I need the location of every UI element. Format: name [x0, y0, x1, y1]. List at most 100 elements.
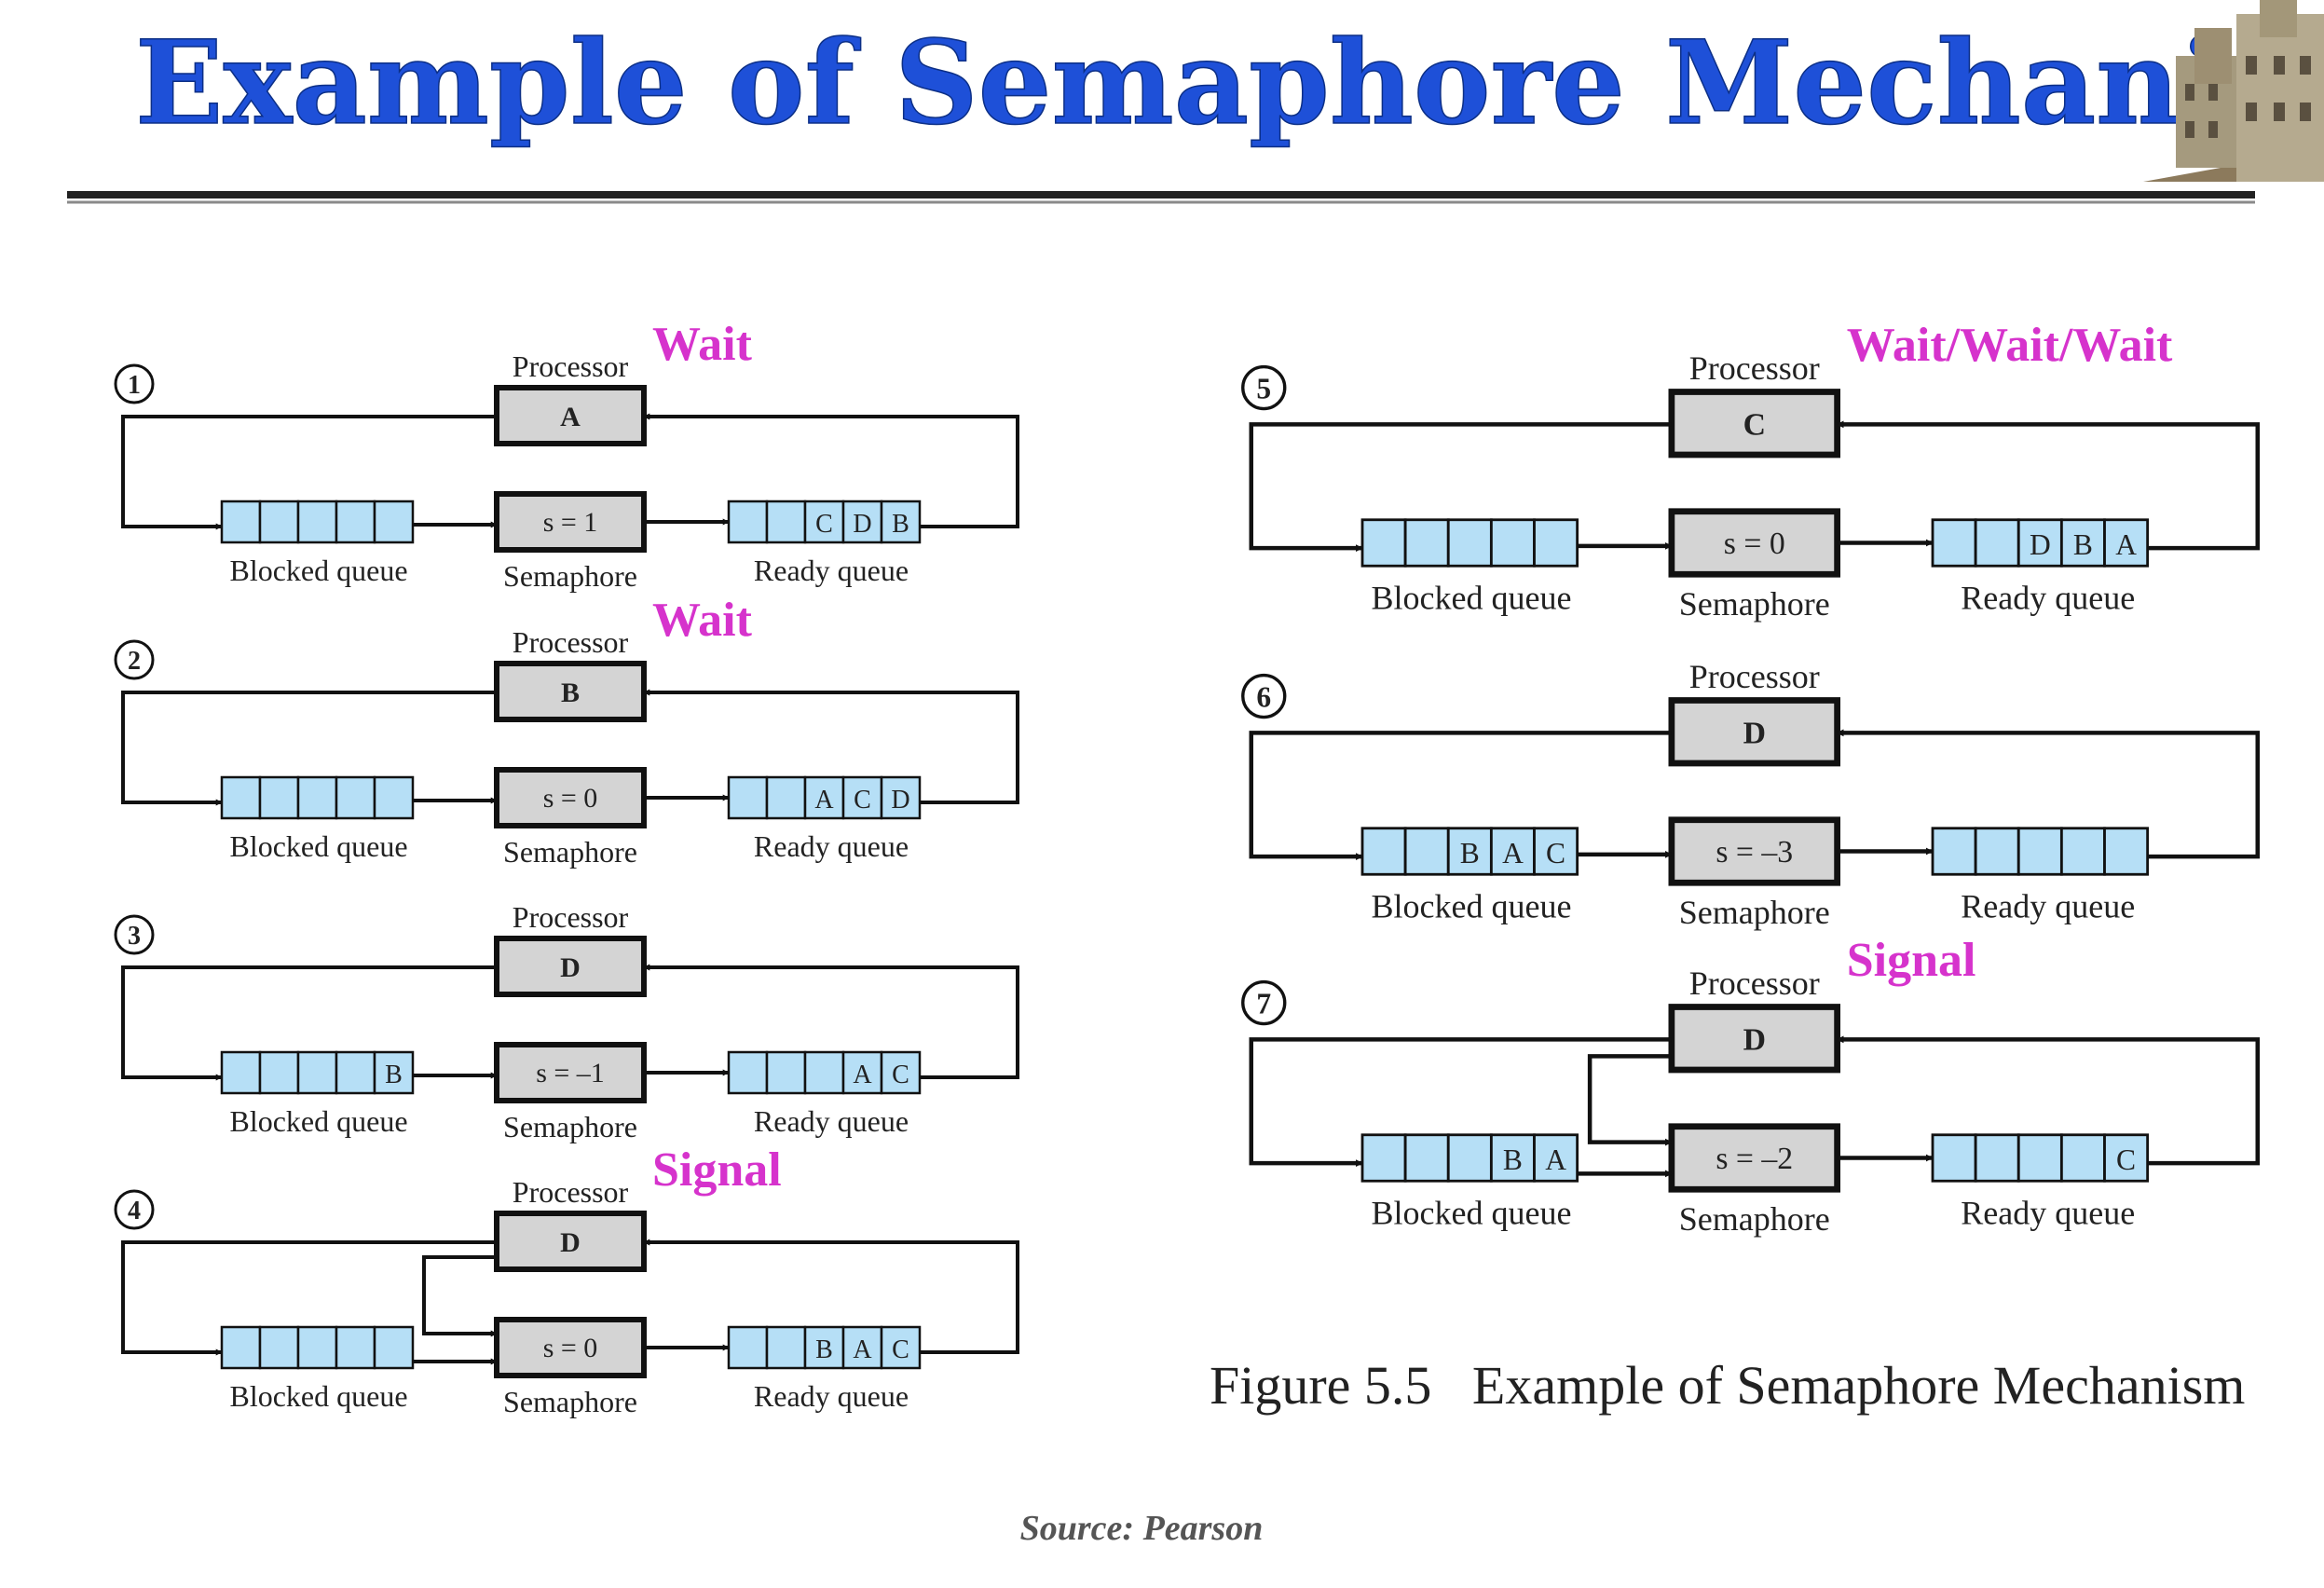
- blocked-queue-cell: [1489, 827, 1536, 876]
- processor-label: Processor: [513, 900, 629, 934]
- signal-path-arrow: [1587, 1054, 1673, 1146]
- semaphore-value: s = 0: [543, 783, 598, 814]
- blocked-queue-cell: [335, 500, 376, 544]
- ready-queue-cell: [880, 775, 922, 820]
- ready-queue-cell: [841, 1050, 883, 1095]
- blocked-queue-cell: [373, 1050, 415, 1095]
- semaphore-value: s = –2: [1716, 1142, 1793, 1176]
- ready-to-processor-arrow: [643, 1239, 1019, 1354]
- blocked-queue-label: Blocked queue: [229, 829, 407, 863]
- blocked-queue-process: A: [1545, 1143, 1566, 1176]
- processor-to-blocked-arrow: [1249, 422, 1672, 553]
- blocked-queue-cell: [373, 500, 415, 544]
- blocked-queue-cell: [335, 1050, 376, 1095]
- semaphore-value: s = –1: [536, 1058, 605, 1088]
- building-logo: [2143, 0, 2324, 182]
- step-number: 1: [128, 371, 141, 400]
- semaphore-label: Semaphore: [1679, 585, 1830, 623]
- processor-to-blocked-arrow: [1249, 731, 1672, 861]
- blocked-queue-label: Blocked queue: [1372, 887, 1572, 924]
- ready-to-processor-arrow: [643, 689, 1019, 804]
- ready-to-processor-arrow: [1836, 420, 2260, 551]
- ready-queue-label: Ready queue: [754, 1104, 909, 1138]
- step-number-circle: [114, 639, 155, 680]
- step-number: 3: [128, 922, 141, 951]
- ready-queue-process: B: [2073, 528, 2093, 561]
- semaphore-value: s = 0: [543, 1333, 598, 1363]
- ready-queue-label: Ready queue: [754, 1379, 909, 1413]
- semaphore-label: Semaphore: [503, 835, 637, 869]
- blocked-queue-cell: [258, 775, 300, 820]
- ready-queue-label: Ready queue: [754, 554, 909, 587]
- processor-label: Processor: [1689, 349, 1820, 387]
- blocked-queue-label: Blocked queue: [229, 554, 407, 587]
- step-number-circle: [114, 363, 155, 404]
- processor-label: Processor: [1689, 965, 1820, 1002]
- ready-queue-process: A: [853, 1061, 872, 1089]
- blocked-queue-cell: [220, 1050, 262, 1095]
- ready-queue-cell: [1974, 1133, 2020, 1183]
- blocked-queue-cell: [1533, 1133, 1579, 1183]
- ready-to-processor-arrow: [1836, 1035, 2260, 1166]
- semaphore-label: Semaphore: [1679, 1200, 1830, 1238]
- ready-queue-cell: [803, 1325, 845, 1370]
- blocked-queue-cell: [1533, 827, 1579, 876]
- step-number: 5: [1256, 372, 1271, 404]
- ready-queue-cell: [1974, 827, 2020, 876]
- ready-queue-cell: [803, 1050, 845, 1095]
- blocked-queue-cell: [335, 775, 376, 820]
- blocked-queue-cell: [1446, 1133, 1493, 1183]
- ready-to-processor-arrow: [643, 413, 1019, 528]
- semaphore-value: s = 0: [1724, 527, 1785, 561]
- ready-queue-process: C: [815, 510, 833, 539]
- ready-queue-cell: [880, 1325, 922, 1370]
- step-number: 7: [1256, 987, 1271, 1020]
- step-number: 6: [1256, 680, 1271, 713]
- ready-queue-process: C: [854, 786, 871, 815]
- ready-queue-cell: [2059, 1133, 2106, 1183]
- blocked-queue-process: B: [385, 1061, 403, 1089]
- blocked-queue-cell: [1360, 827, 1407, 876]
- blocked-queue-label: Blocked queue: [229, 1104, 407, 1138]
- blocked-queue-cell: [1403, 827, 1450, 876]
- semaphore-value: s = 1: [543, 507, 598, 538]
- blocked-queue-cell: [1446, 518, 1493, 568]
- blocked-queue-cell: [258, 500, 300, 544]
- ready-queue-cell: [803, 500, 845, 544]
- processor-to-blocked-arrow: [1249, 1037, 1672, 1168]
- blocked-queue-cell: [1360, 518, 1407, 568]
- step-annotation: Wait: [652, 594, 753, 647]
- blocked-queue-cell: [258, 1325, 300, 1370]
- ready-queue-process: D: [891, 786, 909, 815]
- processor-label: Processor: [513, 625, 629, 659]
- ready-queue-cell: [2059, 827, 2106, 876]
- step-annotation: Signal: [1847, 934, 1976, 987]
- processor-process: A: [560, 402, 581, 432]
- processor-process: D: [1743, 1023, 1766, 1058]
- blocked-queue-cell: [220, 500, 262, 544]
- processor-process: D: [560, 1227, 581, 1258]
- blocked-queue-cell: [220, 775, 262, 820]
- processor-process: C: [1743, 408, 1766, 443]
- slide-title: Example of Semaphore Mechanism: [135, 16, 2324, 151]
- ready-queue-cell: [765, 500, 807, 544]
- processor-to-blocked-arrow: [121, 965, 497, 1081]
- step-number-circle: [114, 914, 155, 955]
- step-number-circle: [114, 1189, 155, 1230]
- ready-queue-label: Ready queue: [1961, 1194, 2135, 1231]
- ready-queue-cell: [2016, 1133, 2063, 1183]
- ready-queue-process: C: [2116, 1143, 2136, 1176]
- blocked-queue-cell: [335, 1325, 376, 1370]
- ready-queue-cell: [1974, 518, 2020, 568]
- ready-queue-cell: [765, 775, 807, 820]
- blocked-queue-cell: [296, 1050, 338, 1095]
- ready-queue-cell: [727, 775, 769, 820]
- processor-to-blocked-arrow: [121, 415, 497, 530]
- processor-label: Processor: [1689, 658, 1820, 695]
- step-annotation: Wait: [652, 318, 753, 371]
- ready-queue-cell: [841, 1325, 883, 1370]
- step-annotation: Signal: [652, 1143, 782, 1197]
